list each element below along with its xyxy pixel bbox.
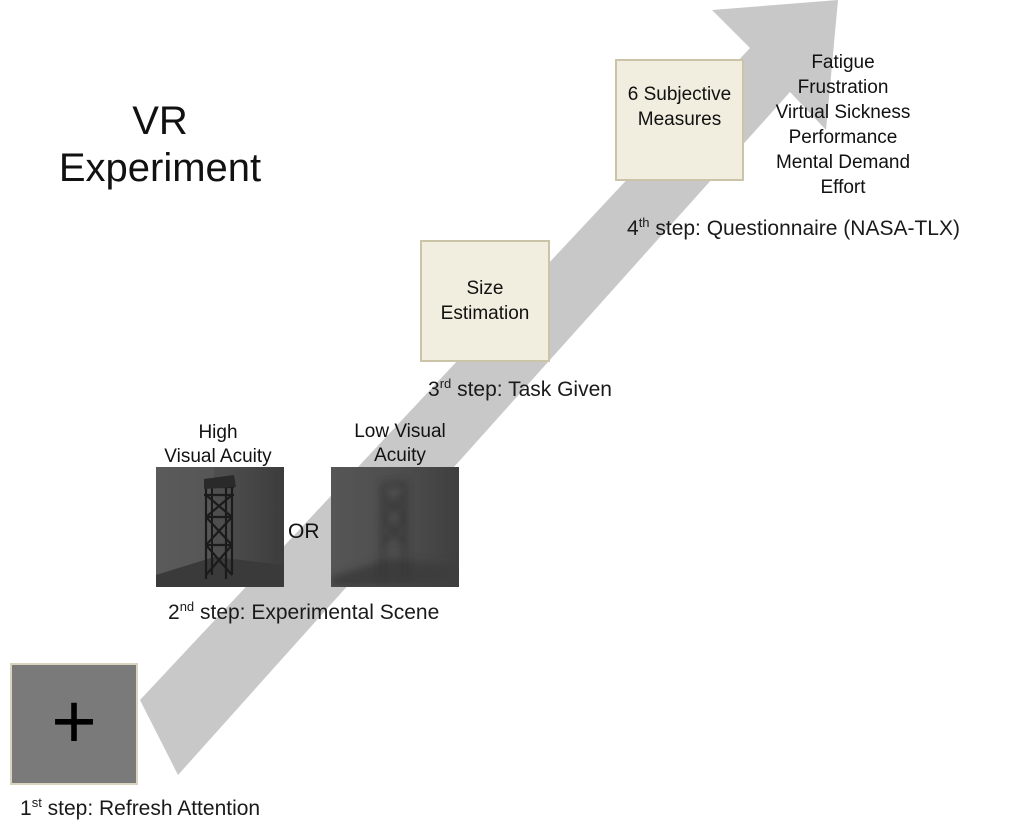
measures-list: Fatigue Frustration Virtual Sickness Per… — [758, 50, 928, 200]
step4-label: 4th step: Questionnaire (NASA-TLX) — [627, 215, 960, 241]
step1-label: 1st step: Refresh Attention — [20, 795, 261, 821]
measure-fatigue: Fatigue — [811, 52, 875, 73]
low-acuity-line-2: Acuity — [374, 445, 426, 466]
step2-text: step: Experimental Scene — [194, 601, 440, 624]
measure-effort: Effort — [820, 177, 866, 198]
title-line-2: Experiment — [58, 146, 262, 190]
step4-ordinal: th — [638, 215, 650, 230]
step2-label: 2nd step: Experimental Scene — [168, 599, 440, 625]
size-estimation-box: Size Estimation — [420, 240, 550, 362]
step4-text: step: Questionnaire (NASA-TLX) — [649, 217, 960, 240]
low-acuity-line-1: Low Visual — [354, 421, 446, 442]
high-acuity-line-1: High — [198, 422, 238, 443]
step1-ordinal: st — [31, 795, 42, 810]
step1-text: step: Refresh Attention — [41, 797, 261, 820]
diagram-title: VR Experiment — [40, 98, 280, 192]
subjective-measures-line-2: Measures — [637, 109, 722, 130]
step3-ordinal: rd — [439, 376, 452, 391]
step3-number: 3 — [428, 378, 440, 401]
step3-label: 3rd step: Task Given — [428, 376, 612, 402]
title-line-1: VR — [132, 99, 188, 143]
measure-performance: Performance — [788, 127, 898, 148]
subjective-measures-line-1: 6 Subjective — [627, 84, 732, 105]
measure-virtual-sickness: Virtual Sickness — [775, 102, 911, 123]
measure-frustration: Frustration — [797, 77, 889, 98]
or-connector: OR — [288, 520, 320, 543]
step4-number: 4 — [627, 217, 639, 240]
high-acuity-scene-image — [156, 467, 284, 587]
step3-text: step: Task Given — [451, 378, 612, 401]
fixation-cross-box: + — [10, 663, 138, 785]
size-estimation-line-2: Estimation — [440, 303, 530, 324]
step2-ordinal: nd — [179, 599, 195, 614]
arrow-shape — [140, 0, 838, 775]
high-acuity-line-2: Visual Acuity — [164, 446, 272, 467]
low-acuity-scene-image — [331, 467, 459, 587]
low-acuity-label: Low Visual Acuity — [330, 420, 470, 468]
step1-number: 1 — [20, 797, 32, 820]
measure-mental-demand: Mental Demand — [775, 152, 911, 173]
size-estimation-line-1: Size — [466, 278, 504, 299]
fixation-cross-icon: + — [51, 676, 97, 765]
high-acuity-label: High Visual Acuity — [148, 421, 288, 469]
step2-number: 2 — [168, 601, 180, 624]
subjective-measures-box: 6 Subjective Measures — [615, 59, 744, 181]
